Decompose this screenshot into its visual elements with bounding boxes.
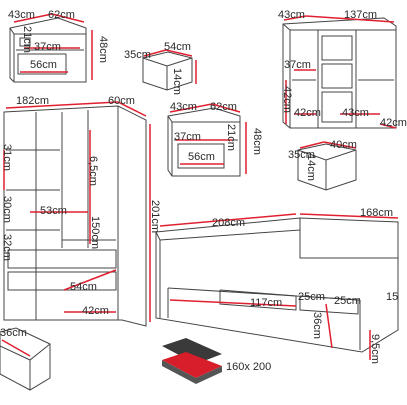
drawer-b-width-label: 40cm xyxy=(330,139,357,151)
pullout-drawer-drawing xyxy=(0,327,51,391)
furniture-dimensions-diagram: 43cm 62cm 48cm 37cm 56cm 21cm 35cm 54cm … xyxy=(0,9,407,391)
mattress-size-label: 160x 200 xyxy=(226,361,272,373)
nightstand-top-depth-label: 43cm xyxy=(8,9,35,21)
nightstand-mid-depth-label: 43cm xyxy=(170,101,197,113)
nightstand-top-inner-width-label: 56cm xyxy=(30,59,57,71)
bed-width-label: 168cm xyxy=(360,207,394,219)
diagram-drawing xyxy=(0,13,399,391)
bed-drawing xyxy=(155,217,399,353)
nightstand-mid-inner-depth-label: 37cm xyxy=(174,131,201,143)
drawer-small-b-drawing xyxy=(297,143,357,191)
wardrobe-depth-label: 60cm xyxy=(108,95,135,107)
nightstand-mid-inner-height-label: 21cm xyxy=(225,124,237,151)
wardrobe-drawer-width-label: 54cm xyxy=(70,281,97,293)
drawer-b-depth-label: 35cm xyxy=(288,149,315,161)
drawer-a-height-label: 14cm xyxy=(171,68,183,95)
mattress-icon xyxy=(162,338,222,384)
bed-drawer-b-label: 25cm xyxy=(334,295,361,307)
nightstand-top-inner-depth-label: 37cm xyxy=(34,41,61,53)
wardrobe-pullout-depth-label: 36cm xyxy=(0,327,27,339)
wardrobe-lower-gap-label: 32cm xyxy=(1,234,13,261)
sideboard-height-label: 42cm xyxy=(281,86,293,113)
drawer-small-a-drawing xyxy=(142,51,193,91)
bed-length-label: 208cm xyxy=(212,217,246,229)
wardrobe-rail-gap-label: 6,5cm xyxy=(87,156,99,186)
bed-inner-width-label: 15 xyxy=(386,291,399,303)
sideboard-inner-depth-label: 37cm xyxy=(284,59,311,71)
wardrobe-inner-width-label: 53cm xyxy=(40,205,67,217)
wardrobe-height-label: 201cm xyxy=(149,200,161,234)
nightstand-top-height-label: 48cm xyxy=(97,36,109,63)
sideboard-drawing xyxy=(282,17,397,129)
nightstand-mid-width-label: 62cm xyxy=(210,101,237,113)
drawer-a-width-label: 54cm xyxy=(164,41,191,53)
nightstand-mid-inner-width-label: 56cm xyxy=(188,151,215,163)
nightstand-top-inner-height-label: 21cm xyxy=(21,26,33,53)
bed-inner-length-label: 117cm xyxy=(250,297,283,309)
bed-drawer-height-label: 36cm xyxy=(311,312,323,339)
wardrobe-width-label: 182cm xyxy=(16,95,50,107)
wardrobe-top-gap-label: 31cm xyxy=(1,144,13,171)
sideboard-width-label: 137cm xyxy=(344,9,378,21)
dimension-lines xyxy=(1,13,399,360)
nightstand-top-width-label: 62cm xyxy=(48,9,75,21)
wardrobe-shelf-gap-label: 30cm xyxy=(1,196,13,223)
drawer-a-depth-label: 35cm xyxy=(124,49,151,61)
bed-drawer-a-label: 25cm xyxy=(298,291,325,303)
wardrobe-drawer-depth-label: 42cm xyxy=(82,305,109,317)
wardrobe-inner-height-label: 150cm xyxy=(89,216,101,250)
sideboard-shelf-c-label: 42cm xyxy=(380,117,407,129)
drawer-b-height-label: 14cm xyxy=(305,154,317,181)
sideboard-shelf-b-label: 43cm xyxy=(342,107,369,119)
nightstand-mid-height-label: 48cm xyxy=(251,128,263,155)
nightstand-top-drawing xyxy=(9,17,87,83)
bed-leg-height-label: 9,5cm xyxy=(369,334,381,364)
sideboard-depth-label: 43cm xyxy=(278,9,305,21)
sideboard-shelf-a-label: 42cm xyxy=(294,107,321,119)
wardrobe-drawing xyxy=(3,105,147,327)
